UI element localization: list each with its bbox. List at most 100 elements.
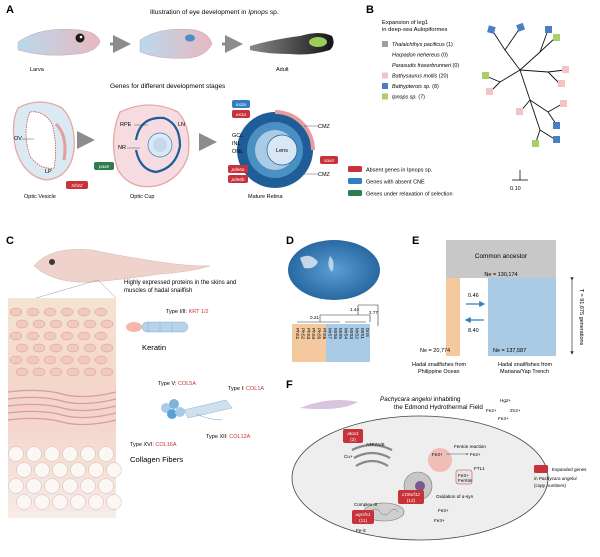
adipose-cell [70,494,86,510]
collagen-label: Collagen Fibers [130,455,183,464]
sample-label: PhS4 [311,328,316,340]
tag-c19orf12-text: c19orf12 [402,492,420,497]
epidermis-cell [43,331,57,341]
collagen-gene-col5a: COL5A [178,381,196,387]
skin-cells [7,307,122,510]
optic-vesicle-illustration [12,101,75,181]
adipose-cell [44,478,60,494]
panel-d-letter: D [286,235,294,247]
ln-label: LN [178,122,185,128]
adipose-cell [52,462,68,478]
adipose-cell [62,478,78,494]
epidermis-cell [77,307,91,317]
migration-bottom: 8.40 [468,328,479,334]
stage-label-adult: Adult [276,67,289,73]
epidermis-cell [9,307,23,317]
epidermis-cell [60,307,74,317]
species-entry: Bathypterois sp. (8) [392,84,439,90]
adipose-cell [62,446,78,462]
species-name: Parasudis fraserbrunneri [392,63,452,69]
collagen-gene-col1a: COL1A [246,386,264,392]
legend-expanded-2: in Pachycara angeloi [534,476,578,481]
sample-label: PhS2 [300,328,305,340]
sample-label: MrS2 [354,328,359,339]
legend-expanded-1: Expanded genes [552,467,587,472]
panel-a-title-prefix: Illustration of eye development in [150,9,248,16]
ancestor-block [446,240,556,278]
adipose-cell [80,446,96,462]
epidermis-cell [15,367,29,377]
species-entry: Thalaichthys pacificus (1) [392,42,453,48]
tag-sox4-text: sox4 [324,158,334,163]
lens-label: Lens [276,148,288,154]
panel-b: B Expansion of leg1 in deep-sea Aulopifo… [366,4,569,192]
ion-hg: Hg2+ [500,398,511,403]
species-entry: Harpadon nehereus (0) [392,53,448,59]
epidermis-cell [83,319,97,329]
map-landmass-2 [328,256,334,272]
tag-atox1 [343,429,363,443]
species-count: (8) [431,84,439,90]
tag-atox1-count: (2) [350,437,356,442]
mariana-bg [326,324,370,362]
adipose-cell [34,462,50,478]
species-swatch [382,62,388,68]
lp-label: LP [45,169,52,175]
left-caption-1: Hadal snailfishes from [412,362,467,368]
panel-c-title-1: Highly expressed proteins in the skins a… [124,280,236,286]
collagen-type-xvi: Type XVI: COL16A [130,442,177,448]
node-value-2: 1.44 [350,307,359,312]
epidermis-cell [9,331,23,341]
sample-label: MrS6 [333,328,338,339]
epidermis-cell [94,331,108,341]
tag-pde6a [228,165,248,173]
time-label: T = 91,675 generations [578,289,584,346]
cmz-label-bottom: CMZ [318,172,331,178]
juvenile-illustration [139,28,213,59]
collagen-type-i: Type I: COL1A [228,386,264,392]
epidermis-cell [32,343,46,353]
larva-illustration [17,28,101,56]
species-name: Harpadon nehereus [392,53,440,59]
nucleolus [415,481,425,491]
epidermis-cell [77,331,91,341]
adipose-cell [26,478,42,494]
node-value-3: 0.21 [310,315,319,320]
legend-expanded-prefix: in [534,476,539,481]
keratin-gene: KRT 1/2 [189,309,209,315]
panel-a-letter: A [6,4,14,16]
ftl1-label: FTL1 [474,466,485,471]
species-count: (1) [445,42,453,48]
species-count: (20) [437,74,448,80]
inl-label: INL [232,141,241,147]
adipose-cell [52,494,68,510]
panel-a-legend: Absent genes in Ipnops sp. Genes with ab… [348,166,453,198]
adipose-cell [88,462,104,478]
epidermis-cell [83,343,97,353]
sample-label: PhS1 [295,328,300,340]
philippine-bg [292,324,326,362]
genes-stage-title: Genes for different development stages [110,83,226,90]
panel-f-title-suffix: inhabiting [432,396,461,403]
dermis-fiber [7,410,117,419]
panel-f: F Pachycara angeloi inhabiting the Edmon… [286,379,587,541]
epidermis-cell [26,331,40,341]
tag-pde6b [228,175,248,183]
adipose-cell [16,494,32,510]
onl-label: ONL [232,149,243,155]
epidermis-cell [26,307,40,317]
keratin-type-label: Type I/II: [166,309,188,315]
tag-tshz2-text: tshz2 [72,183,83,188]
tag-pax6 [94,162,114,170]
philippine-block [446,278,460,356]
adipose-cell [98,446,114,462]
oxidation-label: Oxidation of α-syn [436,494,474,499]
epidermis-cell [49,319,63,329]
sample-label: PhS6 [322,328,327,340]
zoom-line-left [35,279,99,299]
collagen-gene-col16a: COL16A [155,442,176,448]
species-name: Thalaichthys pacificus [392,42,445,48]
species-name: Ipnops sp. [392,95,417,101]
species-swatch [382,83,388,89]
